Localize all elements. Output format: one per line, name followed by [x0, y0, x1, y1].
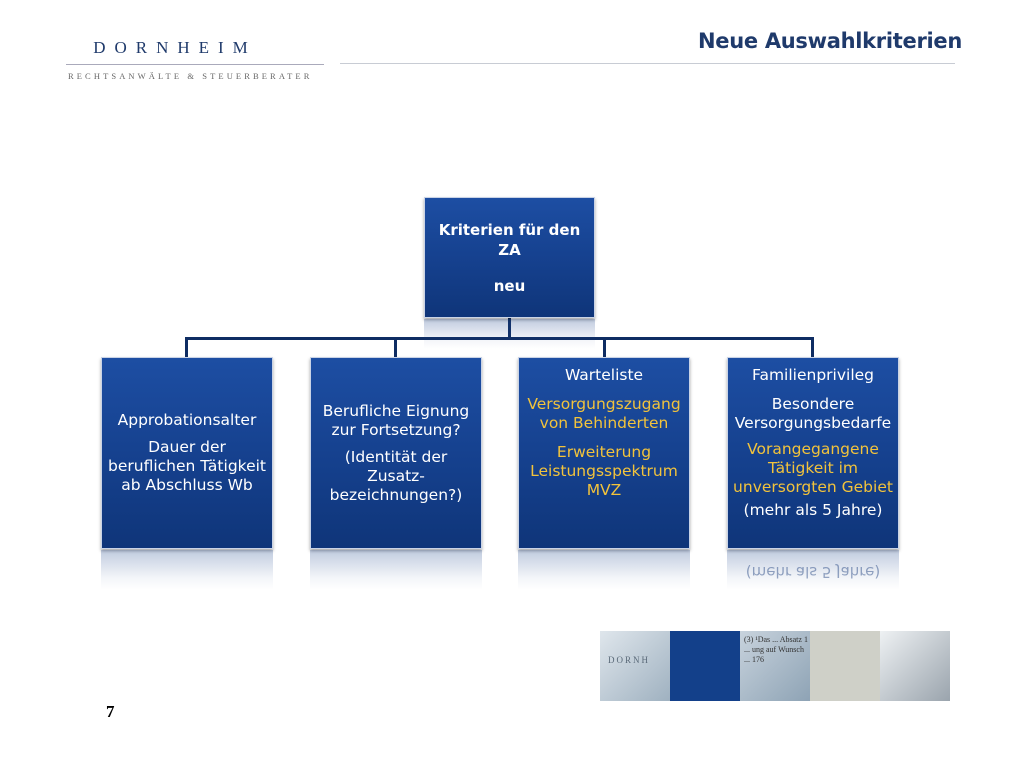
child-4-reflection-text: (mehr als 5 Jahre) — [745, 563, 881, 581]
photo-strip-binder-tile — [880, 631, 950, 701]
child-4-reflection — [727, 550, 899, 590]
child-3-line-1: Warteliste — [564, 366, 644, 384]
child-node-familienprivileg: Familienprivileg Besondere Versorgungsbe… — [727, 357, 899, 549]
child-2-line-2: (Identität der Zusatz-bezeichnungen?) — [329, 447, 463, 504]
child-4-line-2: Besondere Versorgungsbedarfe — [734, 395, 892, 432]
child-4-line-3: Vorangegangene Tätigkeit im unversorgten… — [733, 440, 893, 496]
company-logo: DORNHEIM RECHTSANWÄLTE & STEUERBERATER — [60, 38, 340, 81]
photo-strip-document-tile: (3) ¹Das ... Absatz 1 ... ung auf Wunsch… — [740, 631, 810, 701]
child-node-berufliche-eignung: Berufliche Eignung zur Fortsetzung? (Ide… — [310, 357, 482, 549]
photo-strip-logo-text: DORNH — [608, 655, 651, 665]
root-label-line-1: Kriterien für den ZA — [438, 220, 581, 259]
photo-strip-logo-tile: DORNH — [600, 631, 670, 701]
connector-root-vertical — [508, 317, 511, 339]
connector-child-4 — [811, 337, 814, 358]
photo-strip: DORNH (3) ¹Das ... Absatz 1 ... ung auf … — [600, 631, 950, 701]
logo-subtitle: RECHTSANWÄLTE & STEUERBERATER — [68, 71, 313, 81]
child-2-line-1: Berufliche Eignung zur Fortsetzung? — [322, 401, 470, 439]
child-node-warteliste: Warteliste Versorgungszugang von Behinde… — [518, 357, 690, 549]
child-1-line-1: Approbationsalter — [117, 411, 257, 429]
root-node: Kriterien für den ZA neu — [424, 197, 595, 318]
logo-name: DORNHEIM — [93, 38, 257, 57]
photo-strip-document-text: (3) ¹Das ... Absatz 1 ... ung auf Wunsch… — [744, 635, 808, 664]
connector-child-1 — [185, 337, 188, 358]
root-node-reflection — [424, 319, 595, 349]
child-node-approbationsalter: Approbationsalter Dauer der beruflichen … — [101, 357, 273, 549]
child-4-line-1: Familienprivileg — [751, 366, 875, 384]
header-divider — [340, 63, 955, 64]
photo-strip-grey-tile — [810, 631, 880, 701]
connector-horizontal — [185, 337, 814, 340]
child-1-line-2: Dauer der beruflichen Tätigkeit ab Absch… — [108, 438, 266, 494]
child-3-reflection — [518, 550, 690, 590]
child-4-line-4: (mehr als 5 Jahre) — [743, 501, 883, 519]
page-number: 7 — [106, 702, 115, 721]
connector-child-3 — [603, 337, 606, 358]
connector-child-2 — [394, 337, 397, 358]
child-3-line-3: Erweiterung Leistungsspektrum MVZ — [530, 443, 678, 499]
photo-strip-blue-tile — [670, 631, 740, 701]
page-title: Neue Auswahlkriterien — [698, 29, 962, 53]
logo-divider — [66, 64, 324, 65]
child-2-reflection — [310, 550, 482, 590]
child-3-line-2: Versorgungszugang von Behinderten — [527, 395, 681, 432]
root-label-line-2: neu — [493, 276, 526, 295]
child-1-reflection — [101, 550, 273, 590]
